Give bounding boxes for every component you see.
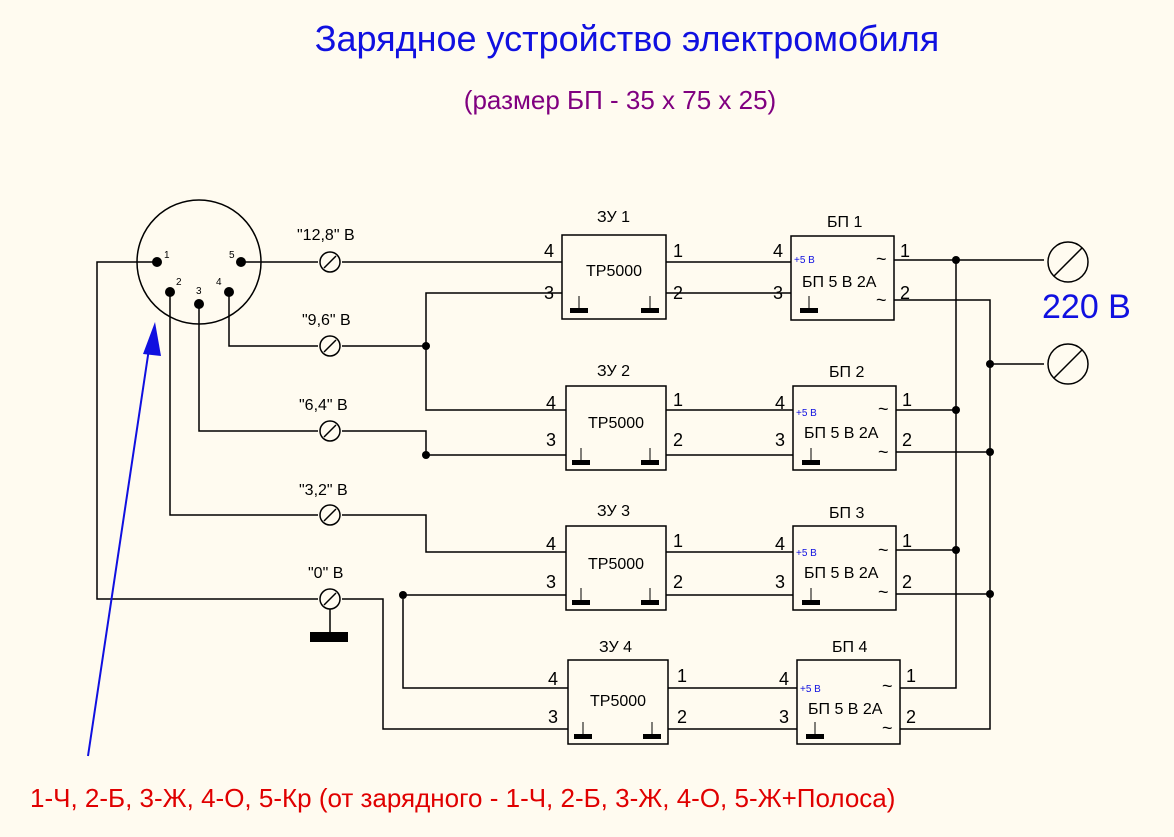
svg-text:2: 2: [900, 283, 910, 303]
svg-text:4: 4: [546, 534, 556, 554]
psu-module-3: БП 3 +5 В БП 5 В 2А 4 3 1 2 ~ ~: [775, 505, 912, 611]
pin-label-3: 3: [196, 286, 202, 297]
pointer-arrow: [87, 322, 161, 757]
ground-symbol: [310, 632, 348, 642]
connector-wires: [96, 261, 568, 730]
mains-voltage-label: 220 В: [1042, 288, 1131, 326]
svg-text:2: 2: [906, 707, 916, 727]
diagram-subtitle: (размер БП - 35 х 75 х 25): [463, 85, 777, 115]
svg-text:4: 4: [548, 669, 558, 689]
charger-title: ЗУ 3: [597, 503, 630, 520]
svg-text:2: 2: [673, 430, 683, 450]
tap-label-3: "6,4" В: [299, 397, 348, 414]
psu-label: БП 5 В 2А: [804, 565, 879, 582]
charger-module-1: ЗУ 1 TP5000 4 3 1 2: [544, 209, 683, 320]
svg-text:~: ~: [878, 582, 889, 602]
charger-module-3: ЗУ 3 TP5000 4 3 1 2: [546, 503, 683, 611]
svg-text:3: 3: [775, 430, 785, 450]
psu-module-4: БП 4 +5 В БП 5 В 2А 4 3 1 2 ~ ~: [779, 639, 916, 745]
charger-title: ЗУ 2: [597, 363, 630, 380]
tap-markers: [319, 251, 341, 610]
psu-plus-label: +5 В: [796, 548, 817, 559]
psu-plus-label: +5 В: [796, 408, 817, 419]
svg-text:1: 1: [902, 531, 912, 551]
psu-module-2: БП 2 +5 В БП 5 В 2А 4 3 1 2 ~ ~: [775, 364, 912, 471]
svg-text:1: 1: [673, 241, 683, 261]
svg-text:3: 3: [779, 707, 789, 727]
svg-text:~: ~: [876, 249, 887, 269]
svg-text:3: 3: [546, 430, 556, 450]
charger-title: ЗУ 4: [599, 639, 632, 656]
svg-text:3: 3: [546, 572, 556, 592]
svg-text:~: ~: [876, 290, 887, 310]
mains-buses: [894, 259, 1044, 730]
diagram-title: Зарядное устройство электромобиля: [314, 18, 940, 59]
charger-model: TP5000: [588, 556, 644, 573]
charger-model: TP5000: [588, 415, 644, 432]
psu-title: БП 4: [832, 639, 867, 656]
psu-plus-label: +5 В: [800, 684, 821, 695]
psu-title: БП 1: [827, 214, 862, 231]
svg-text:~: ~: [878, 540, 889, 560]
svg-text:3: 3: [773, 283, 783, 303]
charger-module-4: ЗУ 4 TP5000 4 3 1 2: [548, 639, 687, 745]
charger-module-2: ЗУ 2 TP5000 4 3 1 2: [546, 363, 683, 471]
svg-text:1: 1: [906, 666, 916, 686]
svg-text:4: 4: [775, 534, 785, 554]
psu-label: БП 5 В 2А: [808, 701, 883, 718]
svg-text:4: 4: [775, 393, 785, 413]
svg-text:~: ~: [882, 718, 893, 738]
svg-text:3: 3: [544, 283, 554, 303]
tap-label-2: "9,6" В: [302, 312, 351, 329]
psu-plus-label: +5 В: [794, 255, 815, 266]
pin-label-2: 2: [176, 277, 182, 288]
svg-text:1: 1: [677, 666, 687, 686]
tap-label-1: "12,8" В: [297, 227, 355, 244]
svg-text:1: 1: [902, 390, 912, 410]
svg-text:1: 1: [900, 241, 910, 261]
charger-model: TP5000: [586, 263, 642, 280]
charger-title: ЗУ 1: [597, 209, 630, 226]
svg-text:~: ~: [878, 399, 889, 419]
svg-text:2: 2: [902, 572, 912, 592]
pin-label-5: 5: [229, 250, 235, 261]
svg-text:4: 4: [773, 241, 783, 261]
psu-label: БП 5 В 2А: [804, 425, 879, 442]
svg-text:2: 2: [677, 707, 687, 727]
svg-text:1: 1: [673, 390, 683, 410]
svg-text:2: 2: [902, 430, 912, 450]
pin-label-4: 4: [216, 277, 222, 288]
psu-title: БП 2: [829, 364, 864, 381]
charger-model: TP5000: [590, 693, 646, 710]
svg-text:~: ~: [878, 442, 889, 462]
svg-text:3: 3: [775, 572, 785, 592]
svg-text:2: 2: [673, 572, 683, 592]
tap-label-4: "3,2" В: [299, 482, 348, 499]
psu-label: БП 5 В 2А: [802, 274, 877, 291]
svg-text:1: 1: [673, 531, 683, 551]
mains-terminals: [1047, 241, 1089, 385]
pin-label-1: 1: [164, 250, 170, 261]
svg-text:4: 4: [544, 241, 554, 261]
svg-text:4: 4: [779, 669, 789, 689]
tap-label-5: "0" В: [308, 565, 343, 582]
svg-text:~: ~: [882, 676, 893, 696]
psu-module-1: БП 1 +5 В БП 5 В 2А 4 3 1 2 ~ ~: [773, 214, 910, 321]
svg-text:3: 3: [548, 707, 558, 727]
svg-text:4: 4: [546, 393, 556, 413]
wire-color-legend: 1-Ч, 2-Б, 3-Ж, 4-О, 5-Кр (от зарядного -…: [30, 783, 896, 813]
psu-title: БП 3: [829, 505, 864, 522]
